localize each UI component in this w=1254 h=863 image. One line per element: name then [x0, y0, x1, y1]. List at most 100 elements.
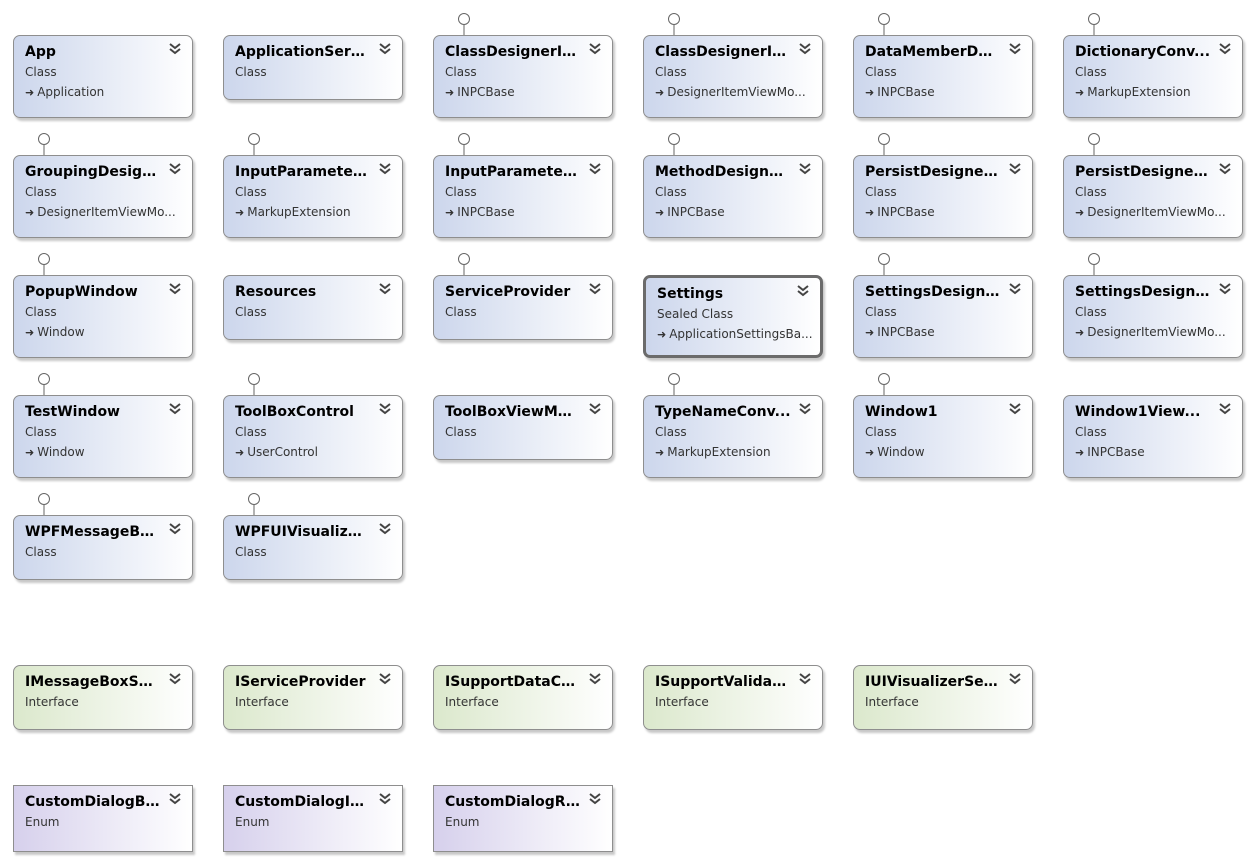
- class-shape[interactable]: DataMemberDe... Class ➜INPCBase: [853, 13, 1033, 118]
- shape-box[interactable]: DictionaryConv... Class ➜MarkupExtension: [1063, 35, 1243, 118]
- class-shape[interactable]: WPFMessageBo... Class: [13, 493, 193, 580]
- class-shape[interactable]: ApplicationServ... Class: [223, 35, 403, 100]
- shape-box[interactable]: PersistDesignerI... Class ➜INPCBase: [853, 155, 1033, 238]
- double-chevron-down-icon[interactable]: [1218, 162, 1232, 176]
- enum-shape[interactable]: CustomDialogB... Enum: [13, 785, 193, 852]
- class-shape[interactable]: ToolBoxControl Class ➜UserControl: [223, 373, 403, 478]
- double-chevron-down-icon[interactable]: [588, 162, 602, 176]
- shape-box[interactable]: InputParameter... Class ➜MarkupExtension: [223, 155, 403, 238]
- double-chevron-down-icon[interactable]: [588, 42, 602, 56]
- double-chevron-down-icon[interactable]: [168, 162, 182, 176]
- shape-box[interactable]: CustomDialogIc... Enum: [223, 785, 403, 852]
- class-shape[interactable]: WPFUIVisualizer... Class: [223, 493, 403, 580]
- double-chevron-down-icon[interactable]: [1218, 402, 1232, 416]
- class-shape[interactable]: ServiceProvider Class: [433, 253, 613, 340]
- class-shape[interactable]: App Class ➜Application: [13, 35, 193, 118]
- double-chevron-down-icon[interactable]: [588, 672, 602, 686]
- double-chevron-down-icon[interactable]: [168, 792, 182, 806]
- shape-box[interactable]: Settings Sealed Class ➜ApplicationSettin…: [643, 275, 823, 358]
- double-chevron-down-icon[interactable]: [798, 402, 812, 416]
- enum-shape[interactable]: CustomDialogIc... Enum: [223, 785, 403, 852]
- class-shape[interactable]: PersistDesignerI... Class ➜INPCBase: [853, 133, 1033, 238]
- class-shape[interactable]: DictionaryConv... Class ➜MarkupExtension: [1063, 13, 1243, 118]
- shape-box[interactable]: GroupingDesign... Class ➜DesignerItemVie…: [13, 155, 193, 238]
- double-chevron-down-icon[interactable]: [378, 402, 392, 416]
- interface-shape[interactable]: ISupportValidati... Interface: [643, 665, 823, 730]
- class-shape[interactable]: ToolBoxViewMo... Class: [433, 395, 613, 460]
- double-chevron-down-icon[interactable]: [168, 672, 182, 686]
- double-chevron-down-icon[interactable]: [796, 284, 810, 298]
- shape-box[interactable]: IUIVisualizerSer... Interface: [853, 665, 1033, 730]
- class-shape[interactable]: InputParameter... Class ➜INPCBase: [433, 133, 613, 238]
- class-shape[interactable]: GroupingDesign... Class ➜DesignerItemVie…: [13, 133, 193, 238]
- shape-box[interactable]: WPFUIVisualizer... Class: [223, 515, 403, 580]
- shape-box[interactable]: PopupWindow Class ➜Window: [13, 275, 193, 358]
- class-shape[interactable]: TestWindow Class ➜Window: [13, 373, 193, 478]
- interface-shape[interactable]: IMessageBoxSer... Interface: [13, 665, 193, 730]
- shape-box[interactable]: SettingsDesigne... Class ➜INPCBase: [853, 275, 1033, 358]
- double-chevron-down-icon[interactable]: [588, 282, 602, 296]
- class-shape[interactable]: Resources Class: [223, 275, 403, 340]
- shape-box[interactable]: Window1 Class ➜Window: [853, 395, 1033, 478]
- class-shape[interactable]: TypeNameConv... Class ➜MarkupExtension: [643, 373, 823, 478]
- shape-box[interactable]: IServiceProvider Interface: [223, 665, 403, 730]
- shape-box[interactable]: TypeNameConv... Class ➜MarkupExtension: [643, 395, 823, 478]
- double-chevron-down-icon[interactable]: [1218, 42, 1232, 56]
- shape-box[interactable]: PersistDesignerI... Class ➜DesignerItemV…: [1063, 155, 1243, 238]
- double-chevron-down-icon[interactable]: [378, 282, 392, 296]
- class-shape[interactable]: PersistDesignerI... Class ➜DesignerItemV…: [1063, 133, 1243, 238]
- double-chevron-down-icon[interactable]: [168, 402, 182, 416]
- shape-box[interactable]: ISupportValidati... Interface: [643, 665, 823, 730]
- class-shape[interactable]: Settings Sealed Class ➜ApplicationSettin…: [643, 275, 823, 358]
- double-chevron-down-icon[interactable]: [378, 672, 392, 686]
- shape-box[interactable]: DataMemberDe... Class ➜INPCBase: [853, 35, 1033, 118]
- double-chevron-down-icon[interactable]: [1218, 282, 1232, 296]
- double-chevron-down-icon[interactable]: [1008, 282, 1022, 296]
- double-chevron-down-icon[interactable]: [1008, 42, 1022, 56]
- shape-box[interactable]: ClassDesignerIt... Class ➜DesignerItemVi…: [643, 35, 823, 118]
- shape-box[interactable]: ClassDesignerIt... Class ➜INPCBase: [433, 35, 613, 118]
- shape-box[interactable]: InputParameter... Class ➜INPCBase: [433, 155, 613, 238]
- shape-box[interactable]: Window1View... Class ➜INPCBase: [1063, 395, 1243, 478]
- double-chevron-down-icon[interactable]: [168, 42, 182, 56]
- double-chevron-down-icon[interactable]: [168, 282, 182, 296]
- double-chevron-down-icon[interactable]: [378, 162, 392, 176]
- interface-shape[interactable]: IUIVisualizerSer... Interface: [853, 665, 1033, 730]
- class-shape[interactable]: ClassDesignerIt... Class ➜DesignerItemVi…: [643, 13, 823, 118]
- class-shape[interactable]: MethodDesigne... Class ➜INPCBase: [643, 133, 823, 238]
- class-shape[interactable]: SettingsDesigne... Class ➜INPCBase: [853, 253, 1033, 358]
- double-chevron-down-icon[interactable]: [1008, 162, 1022, 176]
- interface-shape[interactable]: IServiceProvider Interface: [223, 665, 403, 730]
- double-chevron-down-icon[interactable]: [378, 42, 392, 56]
- double-chevron-down-icon[interactable]: [798, 42, 812, 56]
- shape-box[interactable]: Resources Class: [223, 275, 403, 340]
- shape-box[interactable]: ToolBoxViewMo... Class: [433, 395, 613, 460]
- double-chevron-down-icon[interactable]: [588, 792, 602, 806]
- class-shape[interactable]: ClassDesignerIt... Class ➜INPCBase: [433, 13, 613, 118]
- class-shape[interactable]: Window1 Class ➜Window: [853, 373, 1033, 478]
- shape-box[interactable]: CustomDialogR... Enum: [433, 785, 613, 852]
- shape-box[interactable]: ApplicationServ... Class: [223, 35, 403, 100]
- shape-box[interactable]: ISupportDataCh... Interface: [433, 665, 613, 730]
- double-chevron-down-icon[interactable]: [378, 792, 392, 806]
- class-shape[interactable]: PopupWindow Class ➜Window: [13, 253, 193, 358]
- class-shape[interactable]: InputParameter... Class ➜MarkupExtension: [223, 133, 403, 238]
- shape-box[interactable]: CustomDialogB... Enum: [13, 785, 193, 852]
- double-chevron-down-icon[interactable]: [798, 162, 812, 176]
- double-chevron-down-icon[interactable]: [378, 522, 392, 536]
- enum-shape[interactable]: CustomDialogR... Enum: [433, 785, 613, 852]
- class-shape[interactable]: Window1View... Class ➜INPCBase: [1063, 395, 1243, 478]
- double-chevron-down-icon[interactable]: [168, 522, 182, 536]
- interface-shape[interactable]: ISupportDataCh... Interface: [433, 665, 613, 730]
- double-chevron-down-icon[interactable]: [798, 672, 812, 686]
- shape-box[interactable]: IMessageBoxSer... Interface: [13, 665, 193, 730]
- double-chevron-down-icon[interactable]: [588, 402, 602, 416]
- shape-box[interactable]: SettingsDesigne... Class ➜DesignerItemVi…: [1063, 275, 1243, 358]
- double-chevron-down-icon[interactable]: [1008, 672, 1022, 686]
- class-shape[interactable]: SettingsDesigne... Class ➜DesignerItemVi…: [1063, 253, 1243, 358]
- double-chevron-down-icon[interactable]: [1008, 402, 1022, 416]
- shape-box[interactable]: MethodDesigne... Class ➜INPCBase: [643, 155, 823, 238]
- shape-box[interactable]: TestWindow Class ➜Window: [13, 395, 193, 478]
- shape-box[interactable]: ToolBoxControl Class ➜UserControl: [223, 395, 403, 478]
